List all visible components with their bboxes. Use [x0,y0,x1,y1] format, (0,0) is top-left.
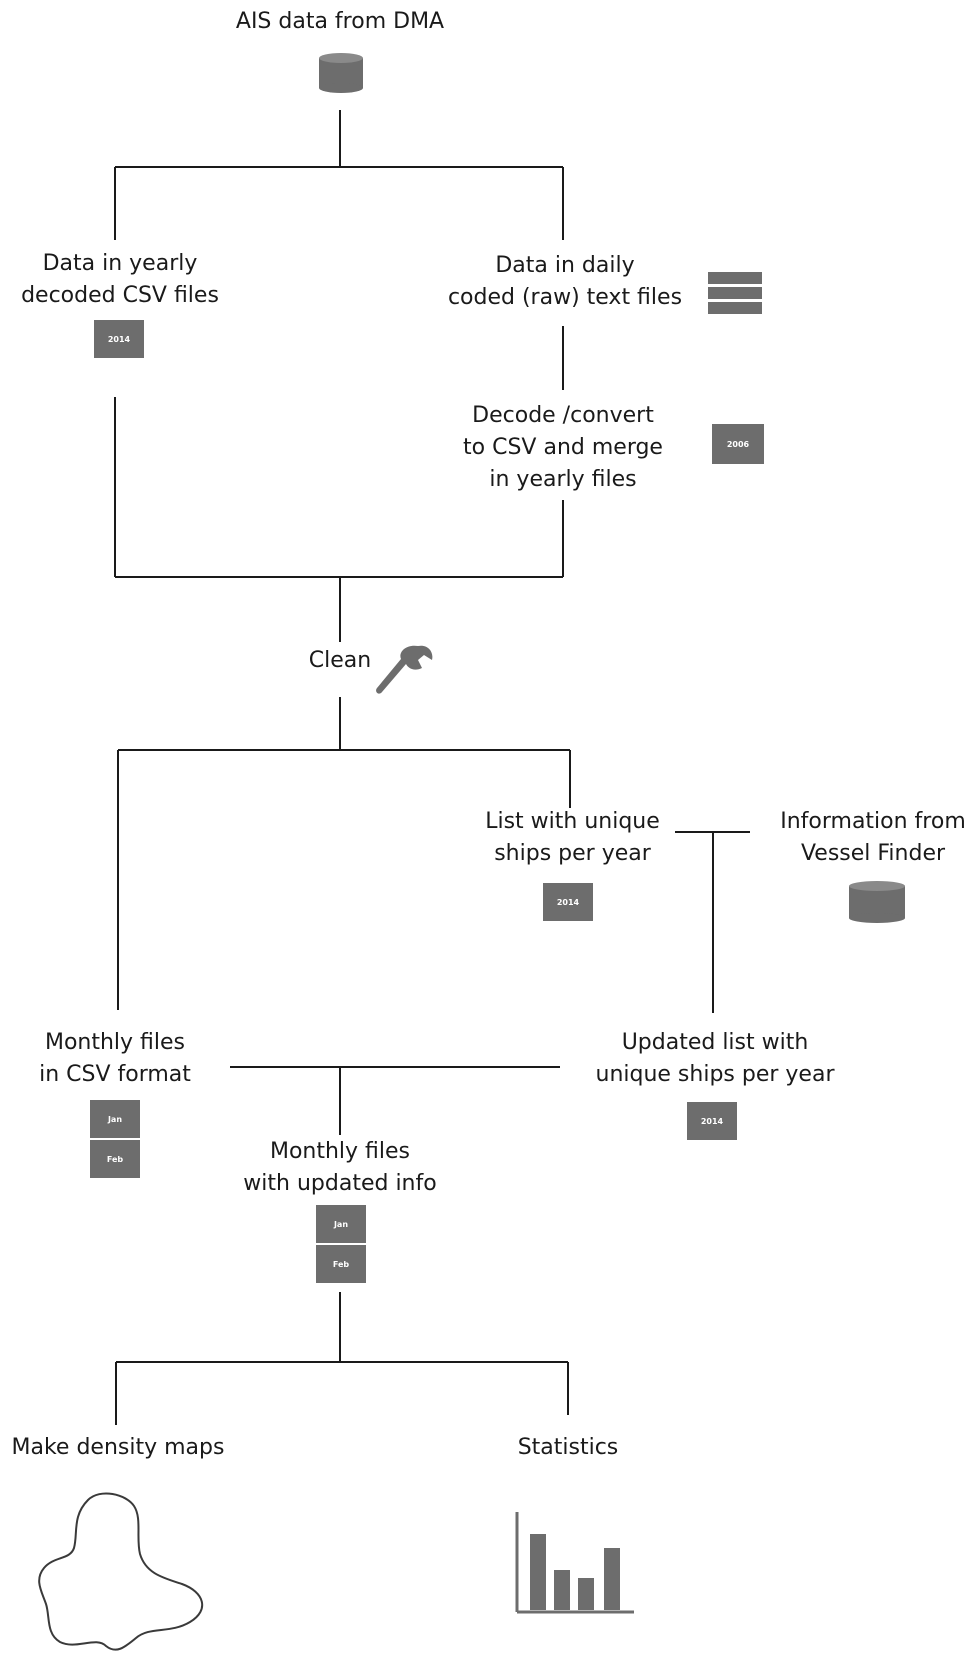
node-label: Monthly files [44,1030,186,1055]
database-icon [319,53,363,93]
document-icon: Jan [90,1100,140,1138]
node-monthly-updated-files: Monthly files with updated info [215,1136,465,1200]
node-clean: Clean [300,645,380,677]
bar-chart-icon [515,1512,634,1614]
node-label: Updated list with [621,1030,809,1055]
node-label: Data in daily [495,253,635,278]
doc-label: 2006 [726,439,750,449]
node-label: unique ships per year [595,1062,835,1087]
node-label: to CSV and merge [463,435,663,460]
stacked-files-icon [708,272,762,314]
node-ais-data-source: AIS data from DMA [210,6,470,38]
node-label: in yearly files [489,467,637,492]
node-label: with updated info [243,1171,437,1196]
map-outline-icon [38,1492,204,1651]
document-icon: Jan [316,1205,366,1243]
doc-label: Jan [333,1219,349,1229]
node-label: decoded CSV files [21,283,219,308]
doc-label: Feb [332,1259,350,1269]
document-icon: Feb [90,1140,140,1178]
node-label: Clean [308,648,372,673]
document-icon: Feb [316,1245,366,1283]
document-icon: 2014 [687,1102,737,1140]
doc-label: 2014 [107,334,131,344]
node-label: AIS data from DMA [235,9,445,34]
node-label: Monthly files [269,1139,411,1164]
node-updated-unique-ships-list: Updated list with unique ships per year [570,1027,860,1091]
node-monthly-csv-files: Monthly files in CSV format [10,1027,220,1091]
doc-label: 2014 [556,897,580,907]
node-label: coded (raw) text files [447,285,683,310]
node-label: Vessel Finder [800,841,946,866]
doc-label: 2014 [700,1116,724,1126]
node-label: ships per year [494,841,651,866]
node-yearly-csv-files: Data in yearly decoded CSV files [0,248,240,312]
node-decode-convert: Decode /convert to CSV and merge in year… [430,400,696,496]
node-label: Information from [780,809,966,834]
wrench-icon [376,645,433,694]
doc-label: Feb [106,1154,124,1164]
node-label: List with unique [485,809,660,834]
document-icon: 2014 [543,883,593,921]
node-label: Data in yearly [42,251,198,276]
doc-label: Jan [107,1114,123,1124]
node-daily-raw-files: Data in daily coded (raw) text files [440,250,690,314]
node-label: Make density maps [11,1435,225,1460]
node-label: Decode /convert [472,403,654,428]
node-label: in CSV format [39,1062,191,1087]
node-density-maps: Make density maps [0,1432,236,1464]
node-vessel-finder: Information from Vessel Finder [770,806,976,870]
document-icon: 2014 [94,320,144,358]
document-icon: 2006 [712,424,764,464]
database-icon [849,881,905,923]
node-unique-ships-list: List with unique ships per year [455,806,690,870]
node-statistics: Statistics [490,1432,646,1464]
node-label: Statistics [517,1435,619,1460]
